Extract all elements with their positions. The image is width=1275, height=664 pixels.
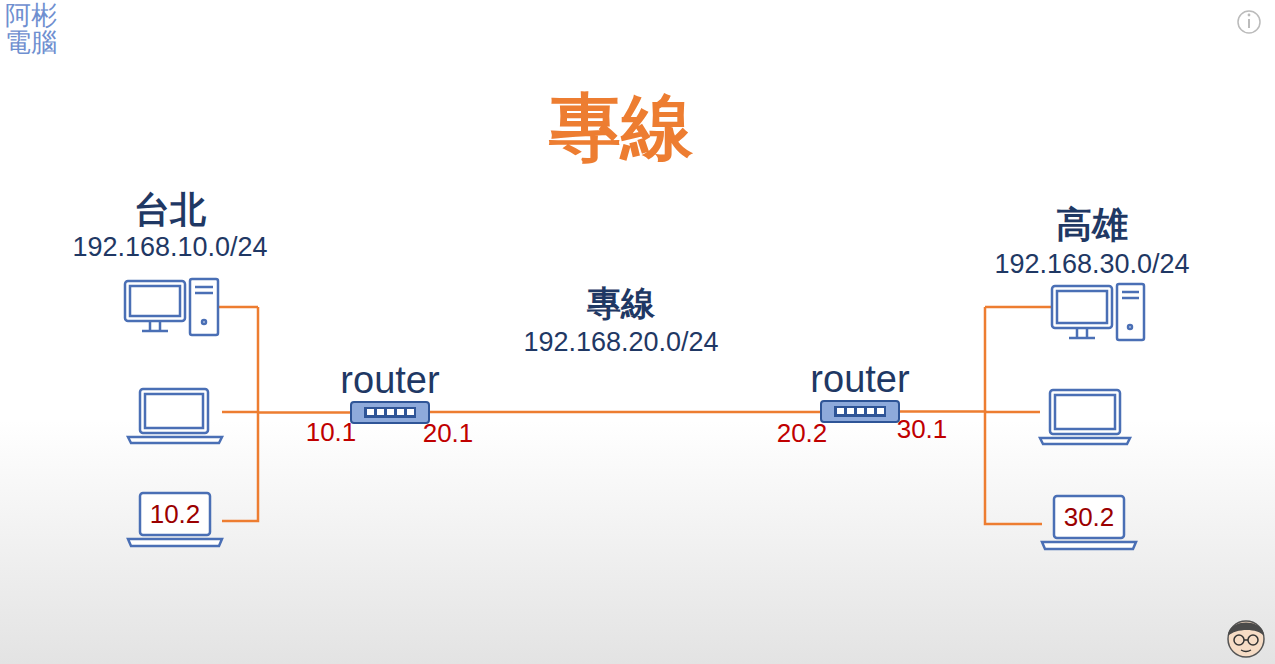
router-port-strip <box>834 406 886 417</box>
router-port <box>397 409 404 415</box>
router-name: router <box>340 361 439 399</box>
laptop-node: 30.2 <box>1042 495 1136 553</box>
lan-wire <box>218 307 258 412</box>
router-port <box>867 408 874 414</box>
avatar-hair <box>1228 623 1264 637</box>
port-address: 10.1 <box>306 418 357 447</box>
link-line <box>430 411 820 414</box>
tower-button <box>202 320 206 324</box>
router-node: router <box>820 400 900 423</box>
router-node: router <box>350 401 430 424</box>
laptop-screen-area: 10.2 <box>142 495 208 533</box>
link-name: 專線 <box>587 285 655 322</box>
subnet-label: 192.168.10.0/24 <box>72 233 267 263</box>
monitor-icon <box>1052 286 1112 328</box>
router-port <box>877 408 884 414</box>
avatar-face <box>1228 621 1264 657</box>
lan-wire <box>985 307 1052 412</box>
router-port <box>837 408 844 414</box>
laptop-base <box>128 437 222 443</box>
site-name: 高雄 <box>1056 205 1128 245</box>
monitor-stand <box>142 321 168 331</box>
info-circle <box>1238 11 1260 33</box>
port-address: 30.1 <box>897 415 948 444</box>
router-port <box>377 409 384 415</box>
page-title: 專線 <box>549 88 693 167</box>
router-body <box>351 402 429 423</box>
router-body <box>821 401 899 422</box>
tower-icon <box>190 279 218 335</box>
ip-address: 30.2 <box>1064 503 1115 532</box>
info-stem <box>1248 19 1250 28</box>
tower-button <box>1128 325 1132 329</box>
port-address: 20.1 <box>423 419 474 448</box>
router-icon <box>820 400 900 423</box>
tower-slot <box>1122 292 1139 298</box>
laptop-screen <box>140 493 210 535</box>
lan-wires <box>218 307 1052 412</box>
monitor-screen <box>130 286 180 316</box>
avatar <box>1228 621 1264 657</box>
laptop-screen <box>140 389 208 433</box>
monitor-stand <box>1069 328 1095 338</box>
router-port-strip <box>364 407 416 418</box>
ip-address: 10.2 <box>150 500 201 529</box>
info-icon <box>1238 11 1260 33</box>
router-port <box>407 409 414 415</box>
router-icon <box>350 401 430 424</box>
avatar-glasses <box>1248 635 1258 645</box>
laptop-base <box>1042 542 1136 549</box>
monitor-icon <box>125 281 185 321</box>
subnet-label: 192.168.20.0/24 <box>523 328 718 358</box>
site-name: 台北 <box>134 190 206 230</box>
computer-icons <box>125 279 1144 444</box>
tower-icon <box>1117 284 1144 340</box>
router-port <box>847 408 854 414</box>
laptop-display <box>1055 395 1115 429</box>
router-name: router <box>810 360 909 398</box>
avatar-mouth <box>1241 640 1251 652</box>
router-port <box>367 409 374 415</box>
laptop-display <box>145 394 203 428</box>
laptop-base <box>128 539 222 546</box>
subnet-label: 192.168.30.0/24 <box>994 250 1189 280</box>
router-port <box>387 409 394 415</box>
tower-slot <box>195 287 213 293</box>
laptop-node: 10.2 <box>128 492 222 550</box>
laptop-base <box>1040 438 1130 444</box>
laptop-screen-area: 30.2 <box>1056 498 1122 536</box>
monitor-screen <box>1057 291 1107 323</box>
avatar-glasses <box>1234 635 1244 645</box>
info-dot <box>1248 14 1251 17</box>
port-address: 20.2 <box>777 419 828 448</box>
watermark: 阿彬電腦 <box>5 2 60 57</box>
router-port <box>857 408 864 414</box>
laptop-screen <box>1050 390 1120 434</box>
laptop-screen <box>1054 496 1124 538</box>
